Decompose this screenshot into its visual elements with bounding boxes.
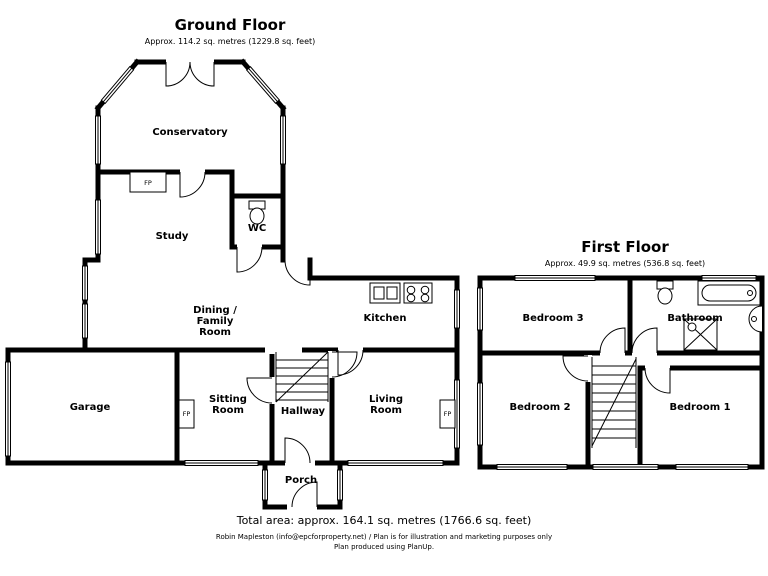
room-label-bedroom3: Bedroom 3	[522, 313, 583, 324]
room-label-garage: Garage	[70, 402, 111, 413]
window	[514, 275, 596, 281]
fp-label-sitting: FP	[183, 410, 191, 418]
window	[477, 382, 483, 446]
room-label-dining-2: Family	[197, 316, 234, 327]
fireplace-study	[129, 171, 167, 193]
first-floor-subtitle: Approx. 49.9 sq. metres (536.8 sq. feet)	[545, 259, 705, 268]
fireplace-sitting-room	[178, 399, 195, 429]
window	[337, 469, 343, 501]
bathroom-shower	[683, 318, 718, 351]
credit-text: Robin Mapleston (info@epcforproperty.net…	[216, 533, 552, 541]
room-label-conservatory: Conservatory	[152, 127, 228, 138]
window	[592, 464, 659, 470]
windows	[5, 65, 757, 501]
bathroom-toilet	[656, 280, 674, 305]
room-label-living-2: Room	[370, 405, 402, 416]
stairs-ground-floor	[275, 351, 329, 403]
window	[82, 303, 88, 339]
window	[184, 460, 259, 466]
garage-door	[5, 361, 11, 457]
window	[100, 65, 135, 105]
room-label-bathroom: Bathroom	[667, 313, 722, 324]
ground-floor-subtitle: Approx. 114.2 sq. metres (1229.8 sq. fee…	[145, 37, 316, 46]
room-label-sitting-1: Sitting	[209, 394, 247, 405]
room-label-bedroom2: Bedroom 2	[509, 402, 570, 413]
fireplaces	[129, 171, 456, 429]
room-label-dining-3: Room	[199, 327, 231, 338]
fp-label-living: FP	[444, 410, 452, 418]
window	[675, 464, 749, 470]
window	[347, 460, 444, 466]
window	[701, 275, 757, 281]
room-label-living-1: Living	[369, 394, 403, 405]
room-label-kitchen: Kitchen	[364, 313, 407, 324]
kitchen-sink	[369, 282, 401, 304]
room-label-study: Study	[156, 231, 189, 242]
bathroom-sink	[748, 305, 763, 333]
room-label-bedroom1: Bedroom 1	[669, 402, 730, 413]
room-label-sitting-2: Room	[212, 405, 244, 416]
window	[280, 115, 286, 165]
window	[454, 289, 460, 329]
first-floor-title: First Floor	[581, 238, 669, 256]
bathroom-bath	[697, 280, 761, 306]
stairs-first-floor	[591, 357, 637, 448]
window	[496, 464, 568, 470]
kitchen-hob	[403, 282, 433, 304]
door-swings	[165, 61, 671, 508]
room-label-hallway: Hallway	[281, 406, 326, 417]
window	[82, 265, 88, 301]
fp-label-study: FP	[144, 179, 152, 187]
wc-toilet	[248, 200, 266, 225]
produced-by-text: Plan produced using PlanUp.	[334, 543, 434, 551]
window	[95, 115, 101, 165]
room-label-wc: WC	[248, 223, 266, 234]
window	[245, 66, 281, 104]
window	[95, 199, 101, 255]
window	[477, 287, 483, 331]
fireplace-living-room	[439, 399, 456, 429]
total-area-text: Total area: approx. 164.1 sq. metres (17…	[236, 514, 532, 527]
room-label-porch: Porch	[285, 475, 317, 486]
window	[262, 469, 268, 501]
ground-floor-title: Ground Floor	[175, 16, 286, 34]
room-label-dining-1: Dining /	[193, 305, 237, 316]
